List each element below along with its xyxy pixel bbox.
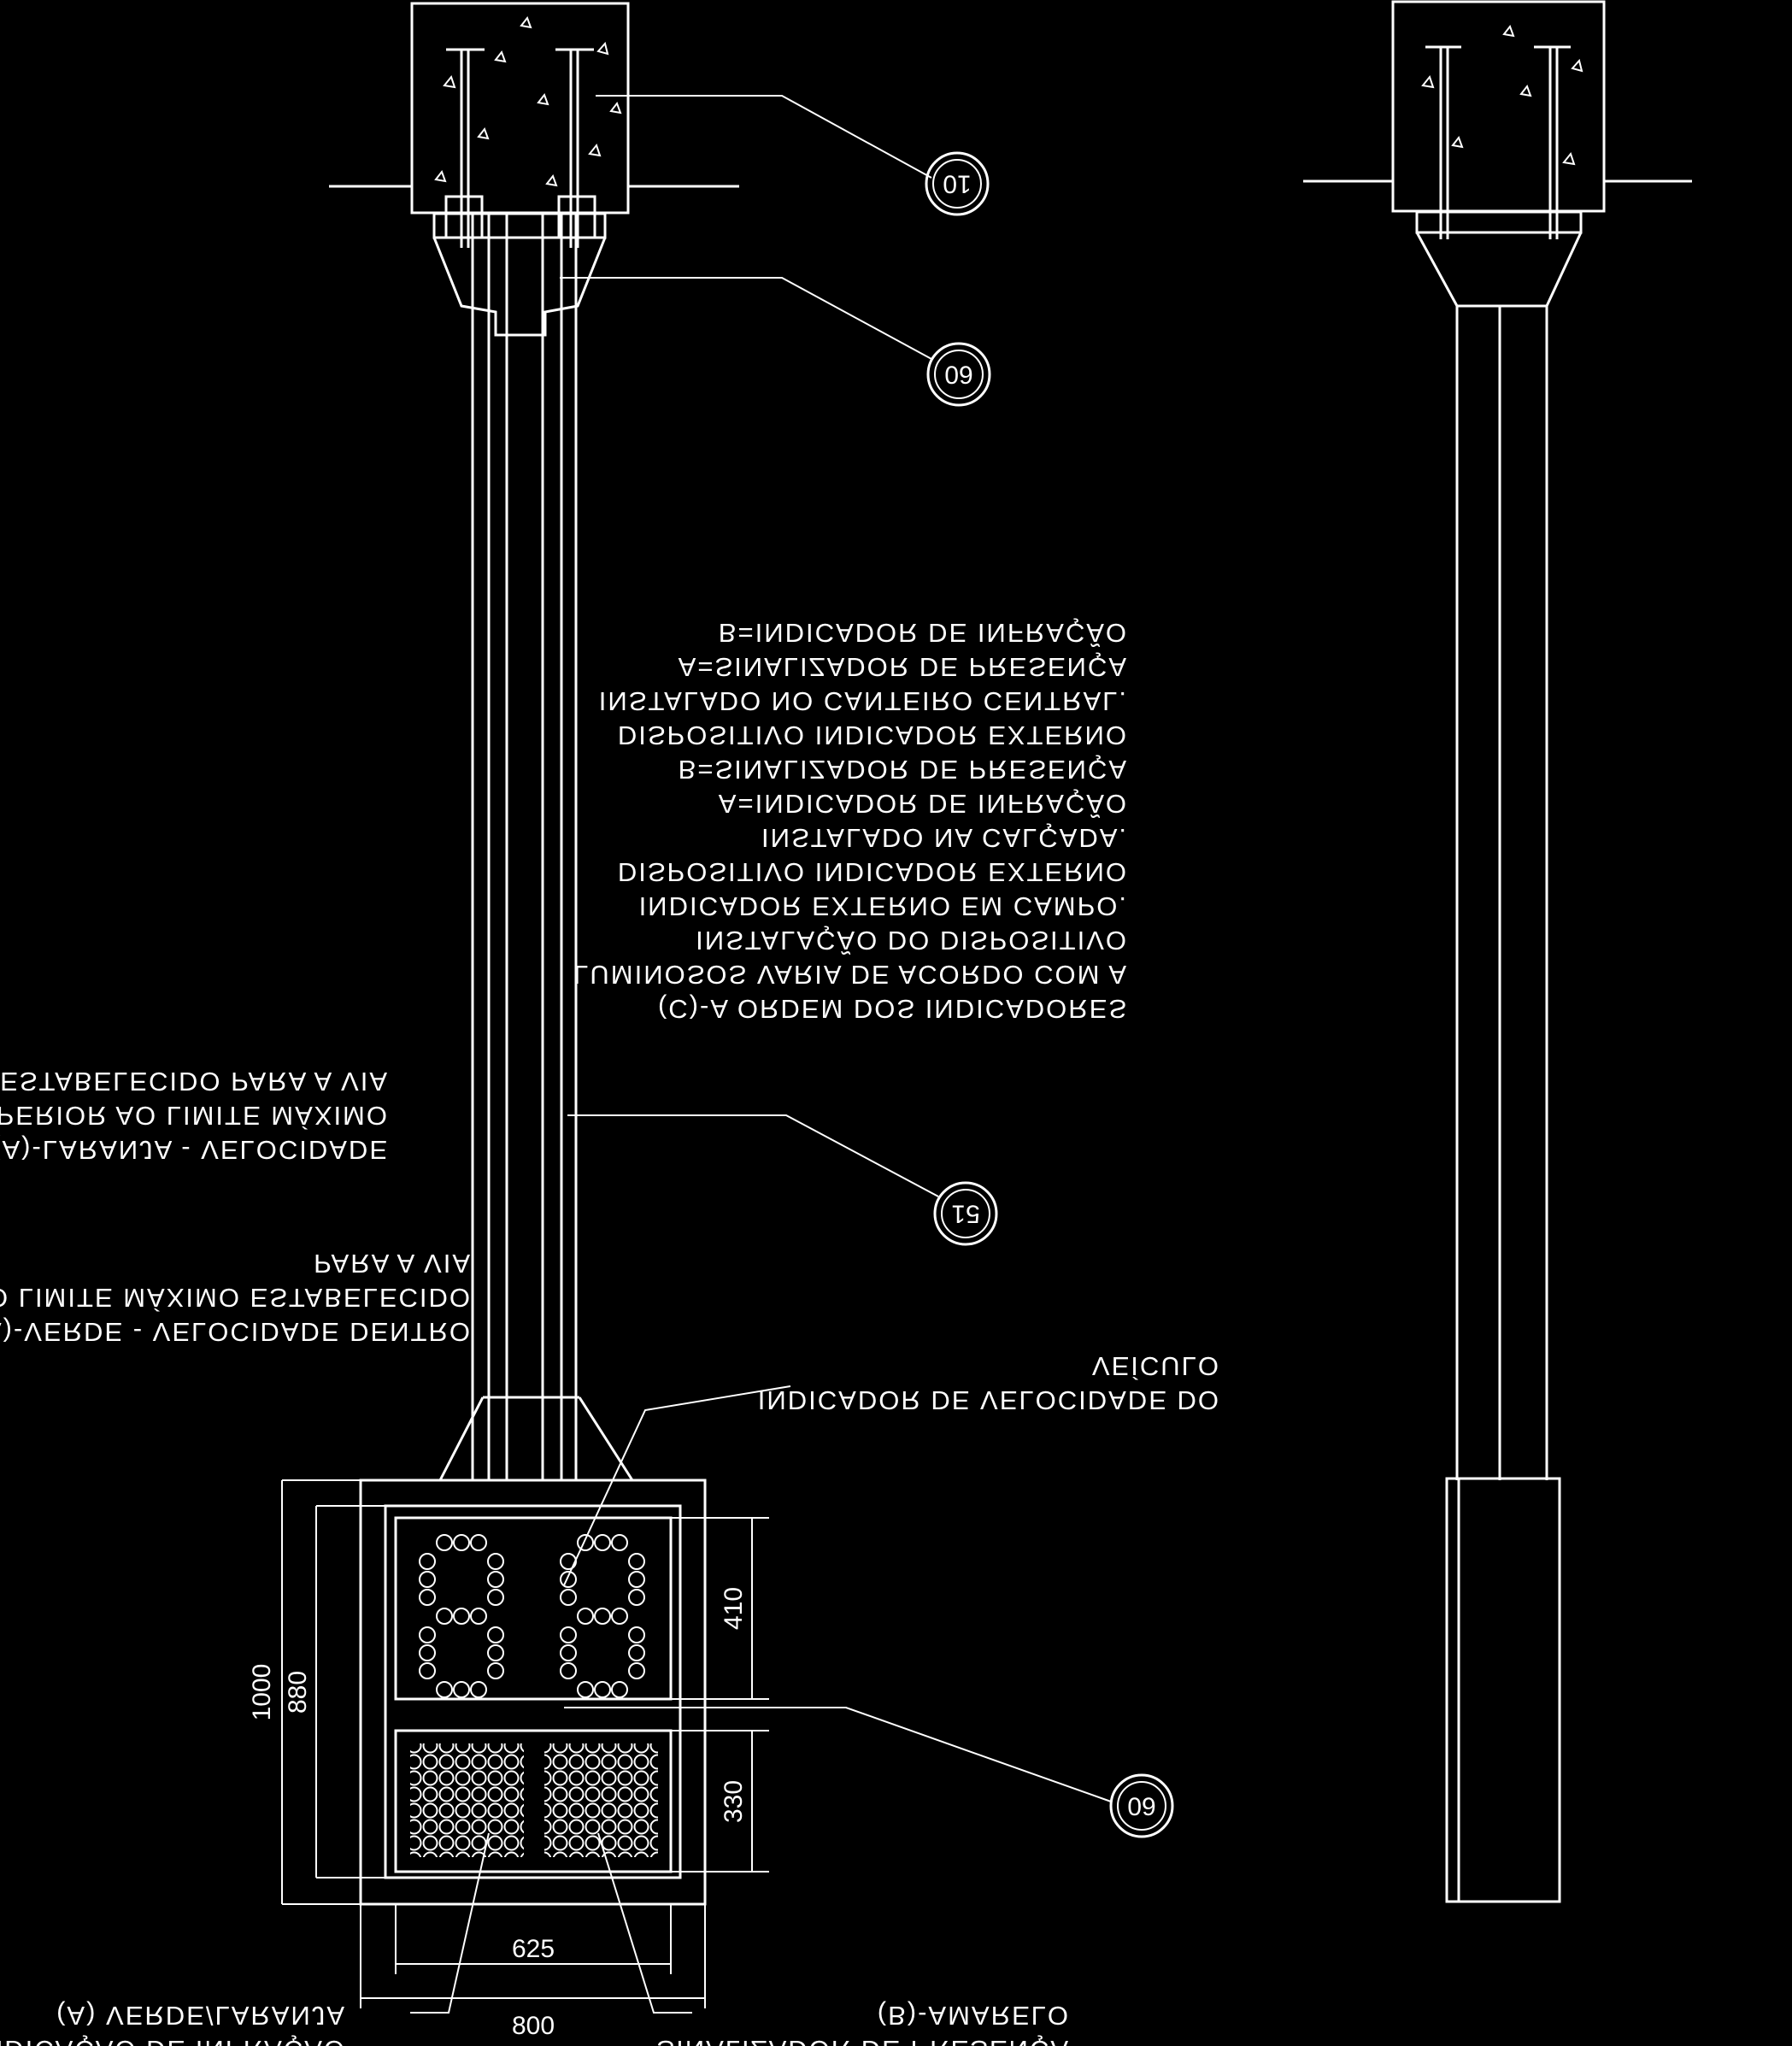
housing-outer [359,1479,707,1906]
callout-10: 10 [925,151,990,216]
svg-text:INDICADOR EXTERNO EM CAMPO.: INDICADOR EXTERNO EM CAMPO. [639,891,1128,921]
dim-total-height: 1000 [248,1664,276,1721]
callout-60-top: 60 [926,342,991,407]
svg-text:VEÍCULO: VEÍCULO [1092,1351,1220,1381]
svg-text:(A)-LARANJA - VELOCIDADE: (A)-LARANJA - VELOCIDADE [0,1135,389,1165]
svg-text:INDICADOR DE VELOCIDADE DO: INDICADOR DE VELOCIDADE DO [758,1385,1220,1415]
svg-text:SINALIZADOR DE PRESENÇA: SINALIZADOR DE PRESENÇA [656,2035,1070,2046]
dim-led-panel-height: 330 [720,1780,748,1823]
svg-text:B=SINALIZADOR DE PRESENÇA: B=SINALIZADOR DE PRESENÇA [679,755,1128,785]
note-speed-indicator: INDICADOR DE VELOCIDADE DO VEÍCULO [758,1351,1220,1415]
dim-digit-panel-height: 410 [720,1587,748,1630]
svg-text:51: 51 [951,1200,979,1228]
svg-text:10: 10 [943,170,971,198]
svg-text:DISPOSITIVO INDICADOR EXTERNO: DISPOSITIVO INDICADOR EXTERNO [618,857,1128,887]
svg-text:INDICAÇÃO DE INFRAÇÃO: INDICAÇÃO DE INFRAÇÃO [0,2035,346,2046]
side-view [1303,0,1692,1903]
led-panel [394,1729,673,1873]
note-orange: (A)-LARANJA - VELOCIDADE SUPERIOR AO LIM… [0,1067,389,1165]
dim-total-width: 800 [512,2012,555,2040]
svg-text:60: 60 [1127,1792,1155,1820]
concrete-hatch [434,15,622,187]
dim-inner-width: 625 [512,1935,555,1963]
note-infraction: INDICAÇÃO DE INFRAÇÃO (A) VERDE/LARANJA [0,2001,346,2046]
dimension-lines [281,1479,769,2008]
note-green: (A)-VERDE - VELOCIDADE DENTRO DO LIMITE … [0,1249,472,1347]
digit-1 [419,1534,504,1698]
leaders [410,95,1112,2014]
digit-2 [560,1534,645,1698]
svg-text:INSTALADO NA CALÇADA.: INSTALADO NA CALÇADA. [761,823,1128,853]
front-view: 1000 880 410 330 625 800 [248,2,769,2040]
svg-text:A=SINALIZADOR DE PRESENÇA: A=SINALIZADOR DE PRESENÇA [679,652,1128,682]
svg-text:INSTALAÇÃO DO DISPOSITIVO: INSTALAÇÃO DO DISPOSITIVO [696,926,1128,955]
svg-text:(A) VERDE/LARANJA: (A) VERDE/LARANJA [56,2001,346,2031]
housing-inner [384,1504,682,1879]
dim-inner-height: 880 [284,1671,312,1714]
svg-text:SUPERIOR AO LIMITE MÁXIMO: SUPERIOR AO LIMITE MÁXIMO [0,1101,389,1131]
svg-text:60: 60 [944,361,972,389]
svg-text:B=INDICADOR DE INFRAÇÃO: B=INDICADOR DE INFRAÇÃO [719,618,1128,648]
note-presence: SINALIZADOR DE PRESENÇA (B)-AMARELO [656,2001,1070,2046]
note-general: (C)-A ORDEM DOS INDICADORES LUMINOSOS VA… [573,618,1128,1024]
svg-text:LUMINOSOS VARIA DE ACORDO COM: LUMINOSOS VARIA DE ACORDO COM A [573,960,1128,990]
led-cluster-a [410,1743,524,1857]
svg-text:DISPOSITIVO INDICADOR EXTERNO: DISPOSITIVO INDICADOR EXTERNO [618,720,1128,750]
svg-text:DO LIMITE MÁXIMO ESTABELECIDO: DO LIMITE MÁXIMO ESTABELECIDO [0,1283,472,1313]
callout-51: 51 [933,1181,998,1246]
svg-text:A=INDICADOR DE INFRAÇÃO: A=INDICADOR DE INFRAÇÃO [719,789,1128,819]
svg-text:PARA A VIA: PARA A VIA [314,1249,472,1279]
led-cluster-b [544,1743,658,1857]
svg-text:(B)-AMARELO: (B)-AMARELO [878,2001,1070,2031]
callout-60-bottom: 60 [1109,1773,1174,1838]
svg-text:(C)-A ORDEM DOS INDICADORES: (C)-A ORDEM DOS INDICADORES [658,994,1128,1024]
svg-text:ESTABELECIDO PARA A VIA: ESTABELECIDO PARA A VIA [0,1067,389,1096]
digit-panel [394,1516,673,1701]
svg-text:(A)-VERDE - VELOCIDADE DENTRO: (A)-VERDE - VELOCIDADE DENTRO [0,1317,472,1347]
svg-text:INSTALADO NO CANTEIRO CENTRAL.: INSTALADO NO CANTEIRO CENTRAL. [599,686,1128,716]
